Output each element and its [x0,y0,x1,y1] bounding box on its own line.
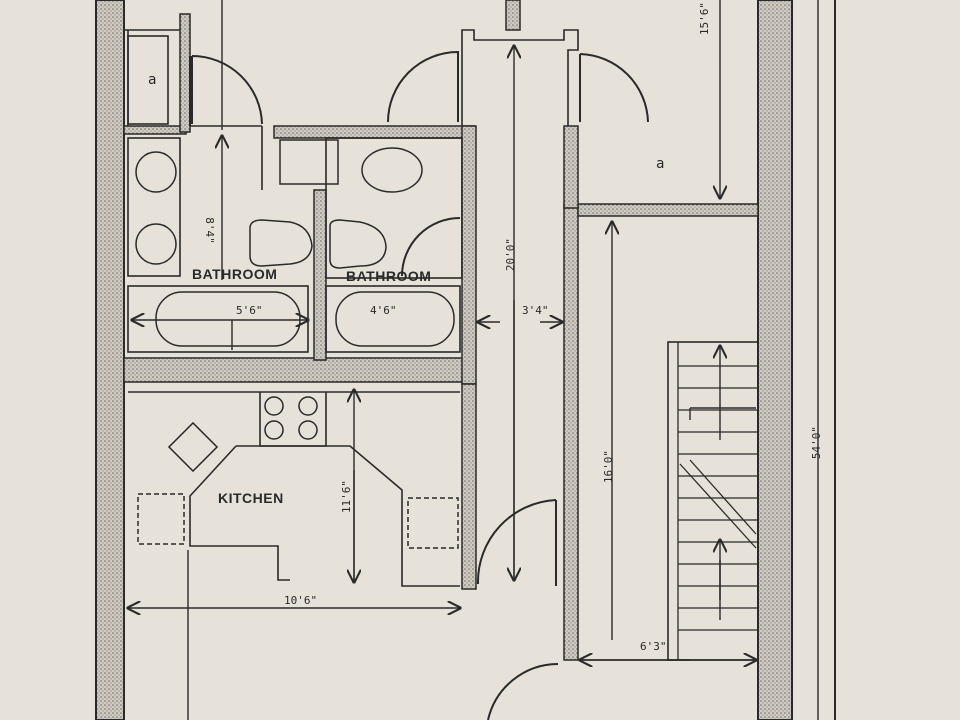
door-hall [476,499,557,586]
interior-walls [123,0,759,661]
burner-3 [264,420,284,440]
kitchen-label: KITCHEN [218,490,284,506]
dim-stair-width: 6'3" [640,640,667,653]
bathroom-right-label: BATHROOM [346,268,432,284]
sink-right [361,147,423,193]
tub-left [155,291,301,347]
exterior-walls [95,0,836,720]
stair-treads [677,342,758,660]
closet-label-left: a [148,72,157,88]
dim-hall-width: 3'4" [522,304,549,317]
dim-stair-hall: 16'0" [602,449,616,484]
bathroom-left-label: BATHROOM [192,266,278,282]
dim-total-length: 54'0" [810,425,824,460]
chair-left [137,493,185,545]
burner-4 [298,420,318,440]
dim-bath-left-tub: 5'6" [236,304,263,317]
burner-2 [298,396,318,416]
toilet-right [329,219,387,269]
dimension-lines [128,0,819,720]
dim-bath-height: 8'4" [202,217,216,244]
toilet-left [249,219,313,267]
thin-lines [124,29,759,661]
dim-top-right: 15'6" [698,1,712,36]
right-exterior-wall [757,0,793,720]
dim-hall-height: 20'0" [504,237,518,272]
fridge-rotated [167,421,219,473]
tub-right [335,291,455,347]
door-swings [189,50,649,720]
bath-cabinet [279,139,339,185]
fixtures [135,139,459,549]
door-closet [191,55,263,125]
burner-1 [264,396,284,416]
sink-circle-2 [135,223,177,265]
door-top-right [579,53,649,123]
closet-label-right: a [656,156,665,172]
door-bottom [487,663,559,720]
door-top-left [387,50,459,123]
left-exterior-wall [95,0,125,720]
dim-kitchen-height: 11'6" [340,479,354,514]
dim-bath-right-tub: 4'6" [370,304,397,317]
dim-kitchen-width: 10'6" [284,594,318,607]
sink-circle-1 [135,151,177,193]
chair-right [407,497,459,549]
door-bath-right [401,217,461,277]
